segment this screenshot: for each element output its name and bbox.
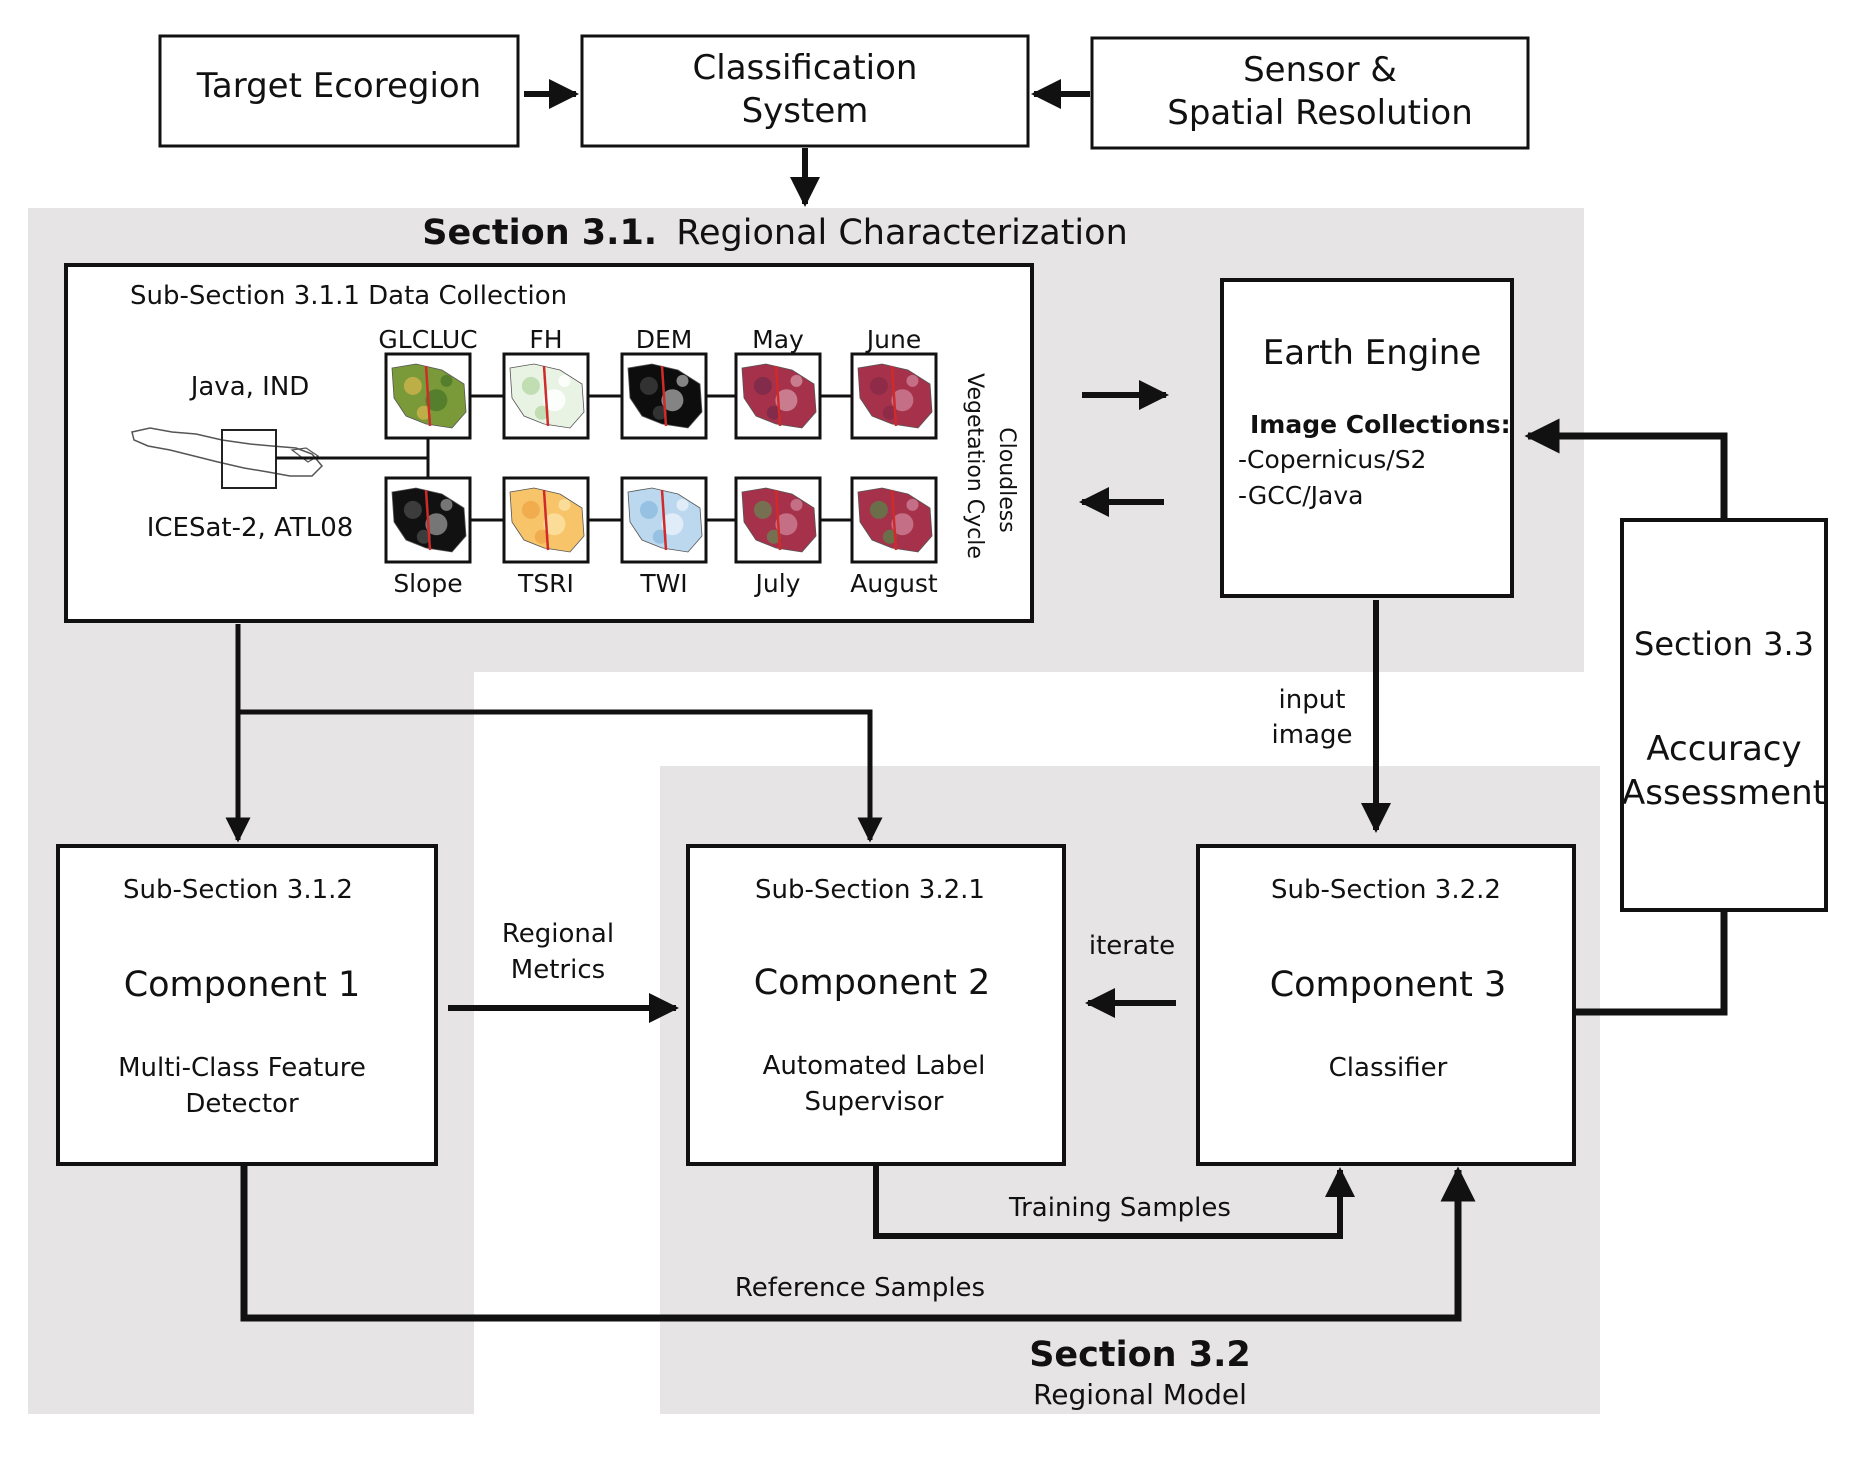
- fh-map-icon: FH: [502, 325, 590, 440]
- july-label: July: [754, 569, 801, 598]
- line-component3-to-accuracy: [1576, 912, 1728, 1016]
- component-3-title: Component 3: [1270, 965, 1507, 1005]
- june-label: June: [865, 325, 921, 354]
- tsri-map-icon: TSRI: [502, 476, 590, 598]
- classification-system-line1: Classification: [693, 48, 918, 88]
- section-3-3-box: Section 3.3 Accuracy Assessment: [1620, 518, 1828, 912]
- dem-map-icon: DEM: [620, 325, 708, 440]
- reference-samples-label: Reference Samples: [735, 1273, 985, 1303]
- java-location-label: Java, IND: [189, 372, 310, 402]
- august-map-icon: August: [850, 476, 938, 598]
- input-image-label-line1: input: [1279, 685, 1346, 715]
- section-3-1-title-rest: Regional Characterization: [676, 213, 1128, 253]
- arrow-data-to-component2: [238, 709, 883, 843]
- twi-map-icon: TWI: [620, 476, 708, 598]
- arrow-reference-samples: [240, 1166, 1476, 1322]
- component-2-title: Component 2: [754, 963, 991, 1003]
- sensor-line1: Sensor &: [1243, 50, 1397, 90]
- component-2-subsection: Sub-Section 3.2.1: [755, 875, 985, 905]
- collection-copernicus: -Copernicus/S2: [1238, 445, 1426, 474]
- tsri-label: TSRI: [517, 569, 574, 598]
- june-map-icon: June: [850, 325, 938, 440]
- arrow-accuracy-to-earth-engine: [1524, 418, 1728, 518]
- twi-label: TWI: [639, 569, 687, 598]
- regional-metrics-line1: Regional: [502, 919, 614, 949]
- input-image-label-line2: image: [1272, 720, 1353, 750]
- july-map-icon: July: [734, 476, 822, 598]
- fh-label: FH: [529, 325, 562, 354]
- vegetation-cycle-label: Vegetation Cycle: [962, 373, 987, 559]
- section-3-1-title-bold: Section 3.1.: [422, 213, 657, 253]
- arrow-training-samples: [873, 1166, 1355, 1239]
- cloudless-label: Cloudless: [994, 427, 1019, 532]
- may-label: May: [752, 325, 804, 354]
- data-collection-box: Sub-Section 3.1.1 Data Collection Java, …: [64, 263, 1034, 623]
- component-2-desc-line1: Automated Label: [763, 1051, 986, 1081]
- component-1-desc-line2: Detector: [185, 1089, 299, 1119]
- iterate-label: iterate: [1089, 931, 1175, 961]
- glcluc-label: GLCLUC: [378, 325, 477, 354]
- section-3-2-subtitle: Regional Model: [1033, 1378, 1247, 1411]
- dem-label: DEM: [636, 325, 693, 354]
- classification-system-box: Classification System: [580, 34, 1030, 148]
- icesat-label: ICESat-2, ATL08: [147, 513, 354, 543]
- target-ecoregion-label: Target Ecoregion: [196, 66, 482, 106]
- component-3-desc: Classifier: [1329, 1053, 1448, 1083]
- data-layer-connectors: [276, 394, 852, 522]
- august-label: August: [850, 569, 938, 598]
- component-3-subsection: Sub-Section 3.2.2: [1271, 875, 1501, 905]
- component-2-desc-line2: Supervisor: [805, 1087, 944, 1117]
- earth-engine-box: Earth Engine Image Collections: -Coperni…: [1220, 278, 1514, 598]
- classification-system-line2: System: [742, 91, 869, 131]
- section-3-3-title: Section 3.3: [1634, 625, 1814, 663]
- may-map-icon: May: [734, 325, 822, 440]
- component-1-title: Component 1: [124, 965, 361, 1005]
- regional-metrics-line2: Metrics: [511, 955, 605, 985]
- assessment-label: Assessment: [1622, 773, 1826, 813]
- slope-label: Slope: [393, 569, 462, 598]
- section-3-2-title: Section 3.2: [1029, 1335, 1251, 1375]
- target-ecoregion-box: Target Ecoregion: [158, 34, 520, 148]
- sensor-line2: Spatial Resolution: [1167, 93, 1473, 133]
- collection-gcc-java: -GCC/Java: [1238, 481, 1363, 510]
- sensor-resolution-box: Sensor & Spatial Resolution: [1090, 36, 1530, 150]
- component-2-box: Sub-Section 3.2.1 Component 2 Automated …: [686, 844, 1066, 1166]
- slope-map-icon: Slope: [384, 476, 472, 598]
- component-3-box: Sub-Section 3.2.2 Component 3 Classifier: [1196, 844, 1576, 1166]
- image-collections-title: Image Collections:: [1250, 410, 1511, 439]
- data-collection-title: Sub-Section 3.1.1 Data Collection: [130, 281, 567, 311]
- glcluc-map-icon: GLCLUC: [378, 325, 478, 440]
- component-1-box: Sub-Section 3.1.2 Component 1 Multi-Clas…: [56, 844, 438, 1166]
- training-samples-label: Training Samples: [1008, 1193, 1231, 1223]
- component-1-subsection: Sub-Section 3.1.2: [123, 875, 353, 905]
- earth-engine-title: Earth Engine: [1263, 333, 1482, 373]
- component-1-desc-line1: Multi-Class Feature: [118, 1053, 366, 1083]
- accuracy-label: Accuracy: [1646, 729, 1801, 769]
- section-3-1-title: Section 3.1. Regional Characterization: [422, 213, 1128, 253]
